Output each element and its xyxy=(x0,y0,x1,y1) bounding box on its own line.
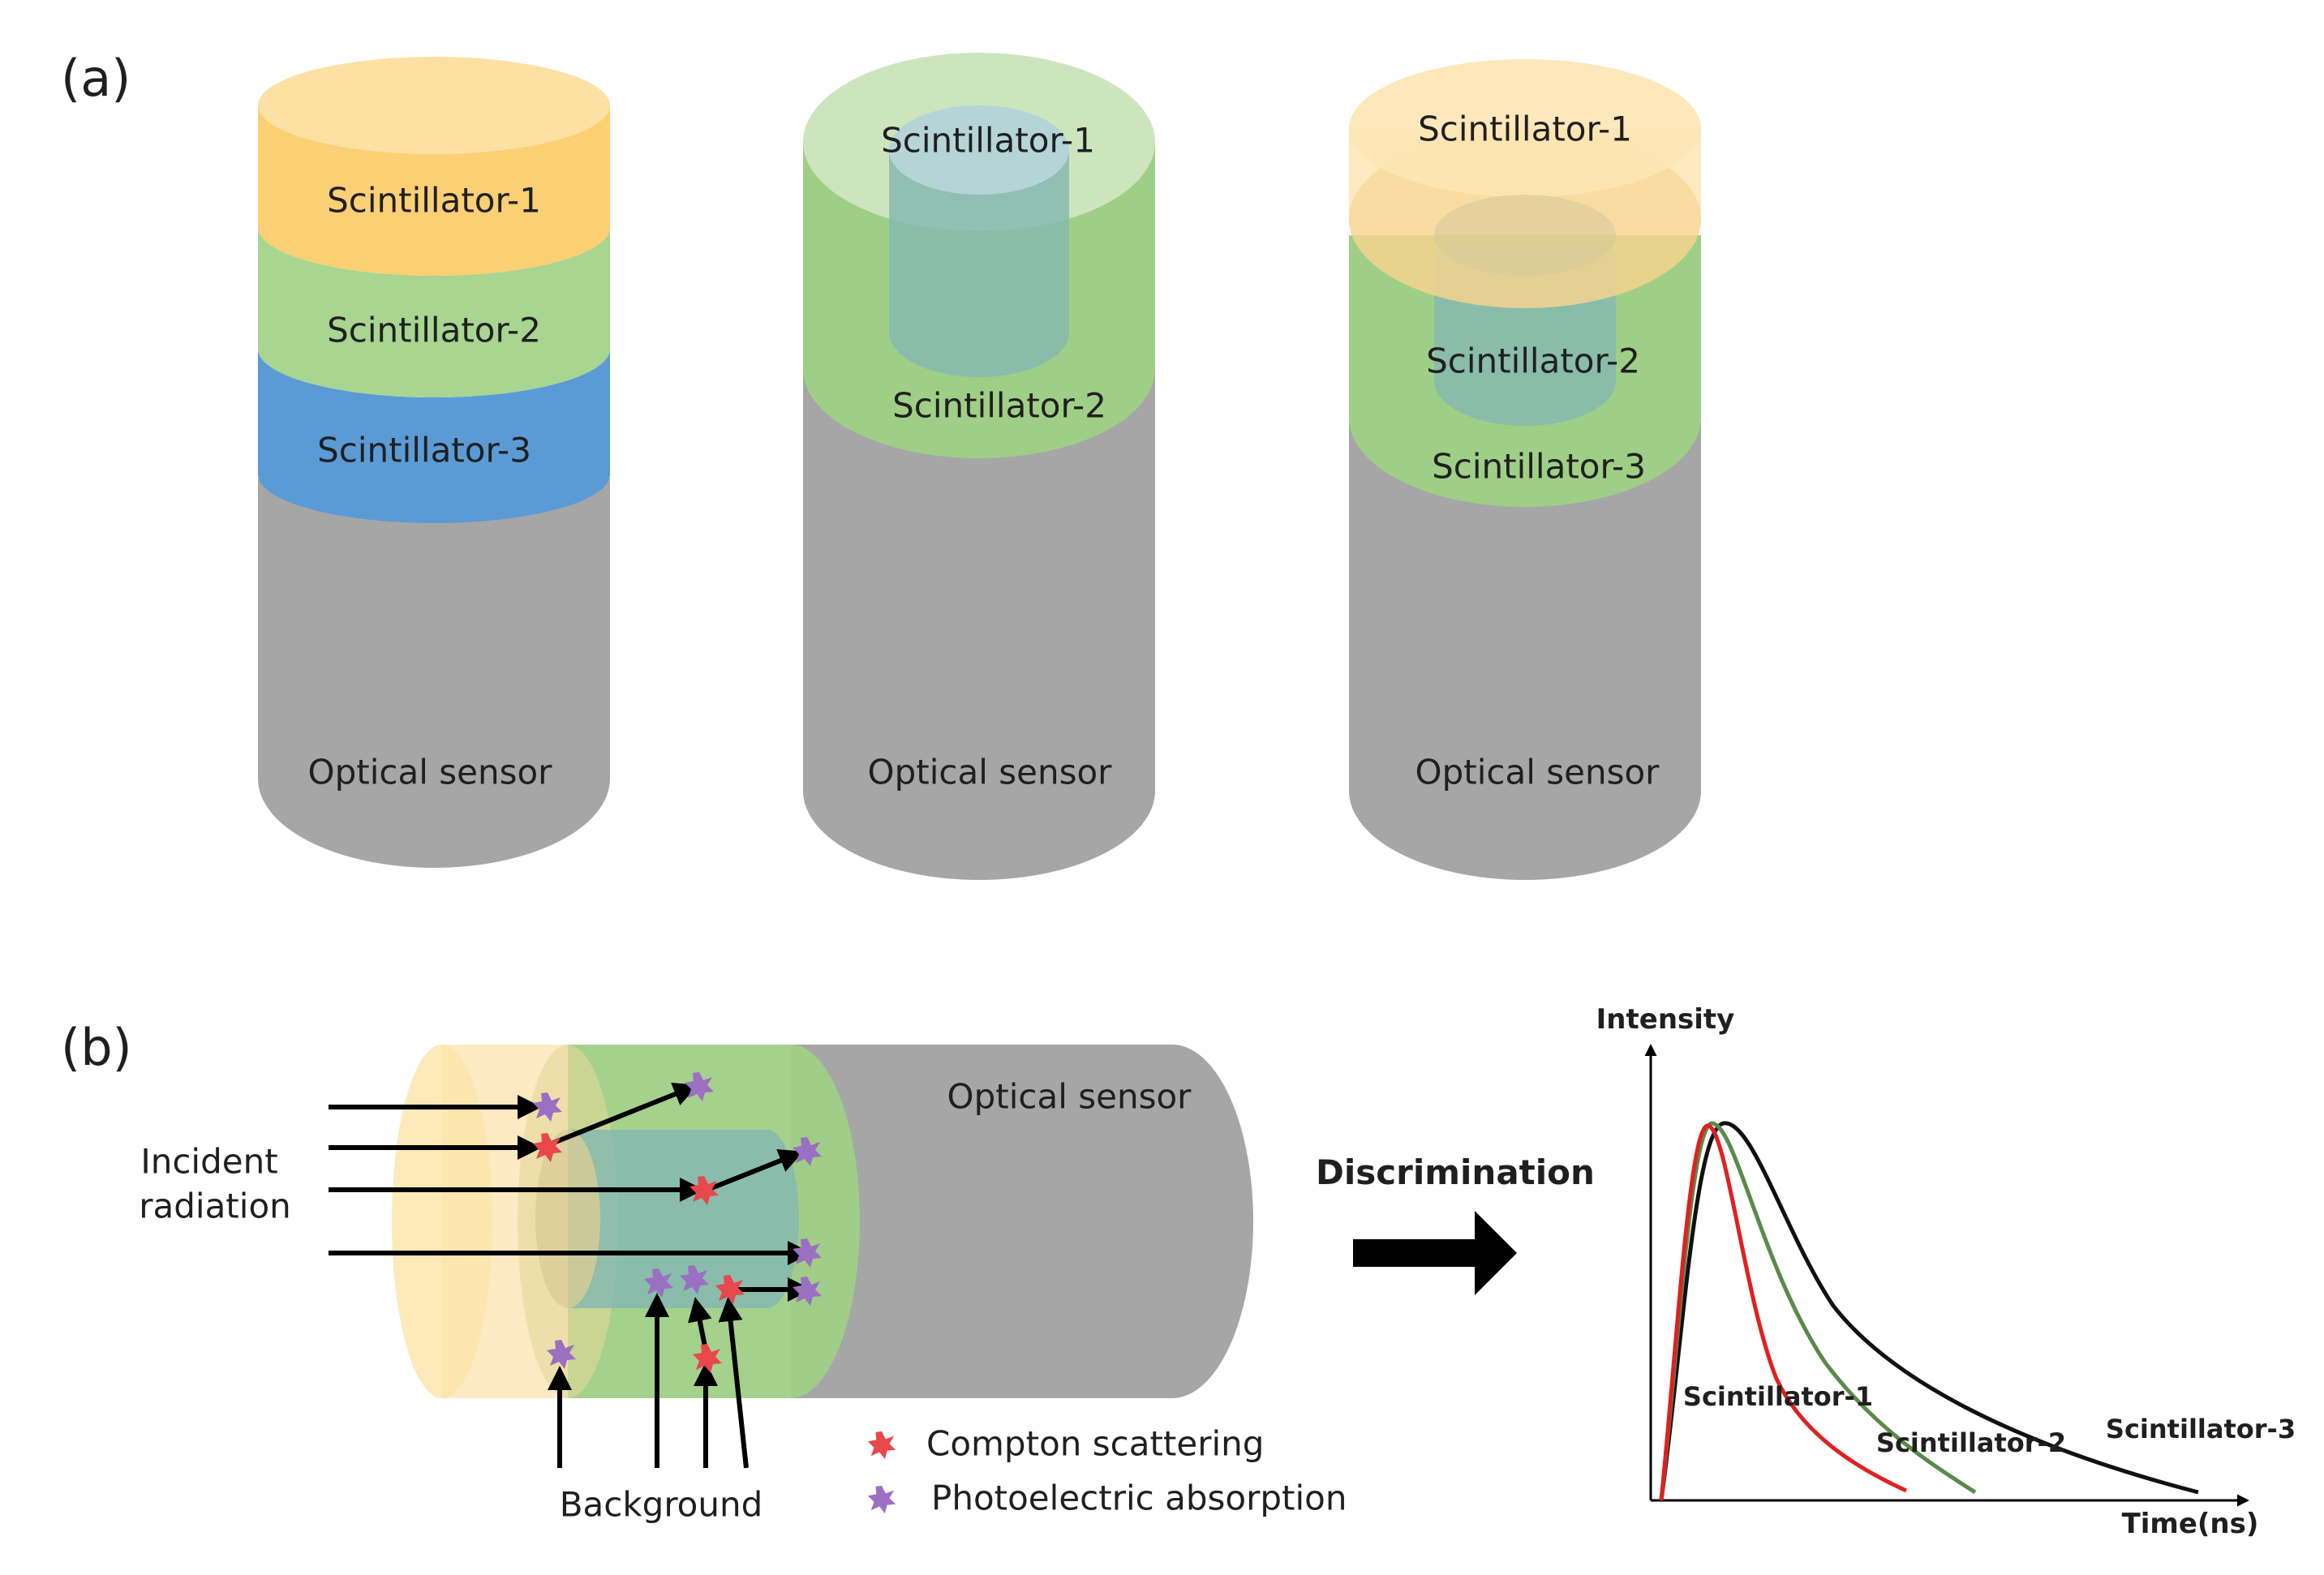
background-arrows xyxy=(548,1293,749,1469)
cyl1-scintillator-1-label: Scintillator-1 xyxy=(327,181,541,221)
photoelectric-legend-label: Photoelectric absorption xyxy=(931,1478,1347,1518)
compton-legend-icon xyxy=(867,1431,896,1460)
optical-sensor-body xyxy=(803,365,1155,880)
curve-label-scintillator-3: Scintillator-3 xyxy=(2106,1414,2296,1444)
cyl1-scintillator-3-label: Scintillator-3 xyxy=(317,431,531,470)
discrimination-label: Discrimination xyxy=(1316,1152,1595,1192)
front-face xyxy=(392,1045,492,1398)
cyl2-scintillator-1-label: Scintillator-1 xyxy=(881,121,1095,161)
optical-sensor-body xyxy=(791,1045,1253,1398)
cyl3-scintillator-1-label: Scintillator-1 xyxy=(1418,109,1632,149)
cylinder-hybrid: Scintillator-1 Scintillator-2 Scintillat… xyxy=(1349,59,1701,880)
curve-label-scintillator-1: Scintillator-1 xyxy=(1683,1381,1873,1412)
curve-scintillator-1 xyxy=(1659,1123,1908,1501)
inner-core-face xyxy=(535,1130,600,1308)
cyl3-scintillator-2-label: Scintillator-2 xyxy=(1426,341,1640,381)
curve-label-scintillator-2: Scintillator-2 xyxy=(1876,1427,2066,1458)
curve-scintillator-3 xyxy=(1659,1121,2199,1501)
optical-sensor-body xyxy=(258,479,610,868)
y-axis-label: Intensity xyxy=(1596,1003,1735,1036)
x-axis-label: Time(ns) xyxy=(2122,1508,2259,1540)
cyl2-optical-sensor-label: Optical sensor xyxy=(868,753,1113,792)
incident-label-line1: Incident xyxy=(140,1142,277,1182)
cyl1-optical-sensor-label: Optical sensor xyxy=(308,753,553,792)
inner-core xyxy=(568,1130,799,1308)
panel-b-label: (b) xyxy=(61,1018,132,1077)
horizontal-optical-sensor-label: Optical sensor xyxy=(947,1077,1192,1117)
background-label: Background xyxy=(560,1485,763,1525)
scintillator-2-layer xyxy=(258,227,610,397)
discrimination-arrow xyxy=(1353,1211,1517,1295)
compton-legend-label: Compton scattering xyxy=(926,1424,1264,1464)
incident-arrows xyxy=(329,1082,812,1302)
decay-chart: Intensity Time(ns) Scintillator-1 Scinti… xyxy=(1596,1003,2296,1540)
scintillator-1-inner-core xyxy=(889,150,1069,377)
cyl3-optical-sensor-label: Optical sensor xyxy=(1415,753,1660,792)
legend: Compton scattering Photoelectric absorpt… xyxy=(867,1424,1347,1518)
cylinder-embedded: Scintillator-1 Scintillator-2 Optical se… xyxy=(803,53,1155,880)
cyl3-scintillator-3-label: Scintillator-3 xyxy=(1432,447,1646,487)
cyl2-scintillator-2-label: Scintillator-2 xyxy=(892,386,1106,426)
incident-label-line2: radiation xyxy=(139,1187,291,1226)
horizontal-detector: Optical sensor xyxy=(392,1045,1253,1398)
photoelectric-legend-icon xyxy=(867,1485,896,1514)
cyl1-scintillator-2-label: Scintillator-2 xyxy=(327,311,541,350)
cylinder-top-face xyxy=(258,57,610,154)
panel-a-label: (a) xyxy=(61,49,131,108)
inner-core-top-face xyxy=(1434,195,1616,276)
top-layer-top-face xyxy=(1349,59,1701,197)
scintillator-3-layer xyxy=(258,349,610,523)
scintillator-1-layer xyxy=(258,105,610,276)
cylinder-stacked: Scintillator-1 Scintillator-2 Scintillat… xyxy=(258,57,610,868)
inner-top-face xyxy=(889,105,1069,195)
optical-sensor-body xyxy=(1349,422,1701,880)
